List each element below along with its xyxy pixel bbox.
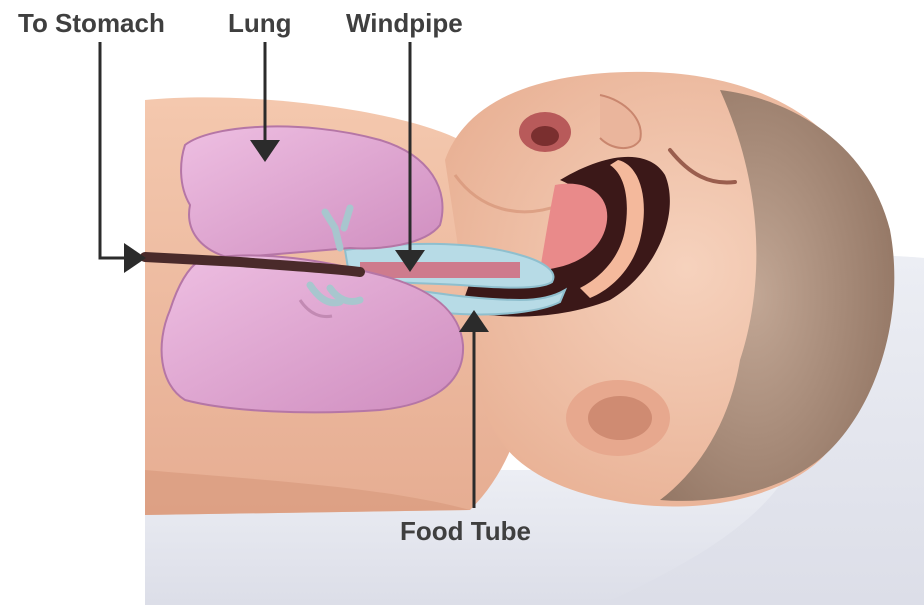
to-stomach-arrowhead [124, 243, 146, 273]
food-tube-label: Food Tube [400, 518, 531, 544]
lung-label: Lung [228, 10, 292, 36]
windpipe-label: Windpipe [346, 10, 463, 36]
to-stomach-label: To Stomach [18, 10, 165, 36]
to-stomach-leader [100, 42, 126, 258]
